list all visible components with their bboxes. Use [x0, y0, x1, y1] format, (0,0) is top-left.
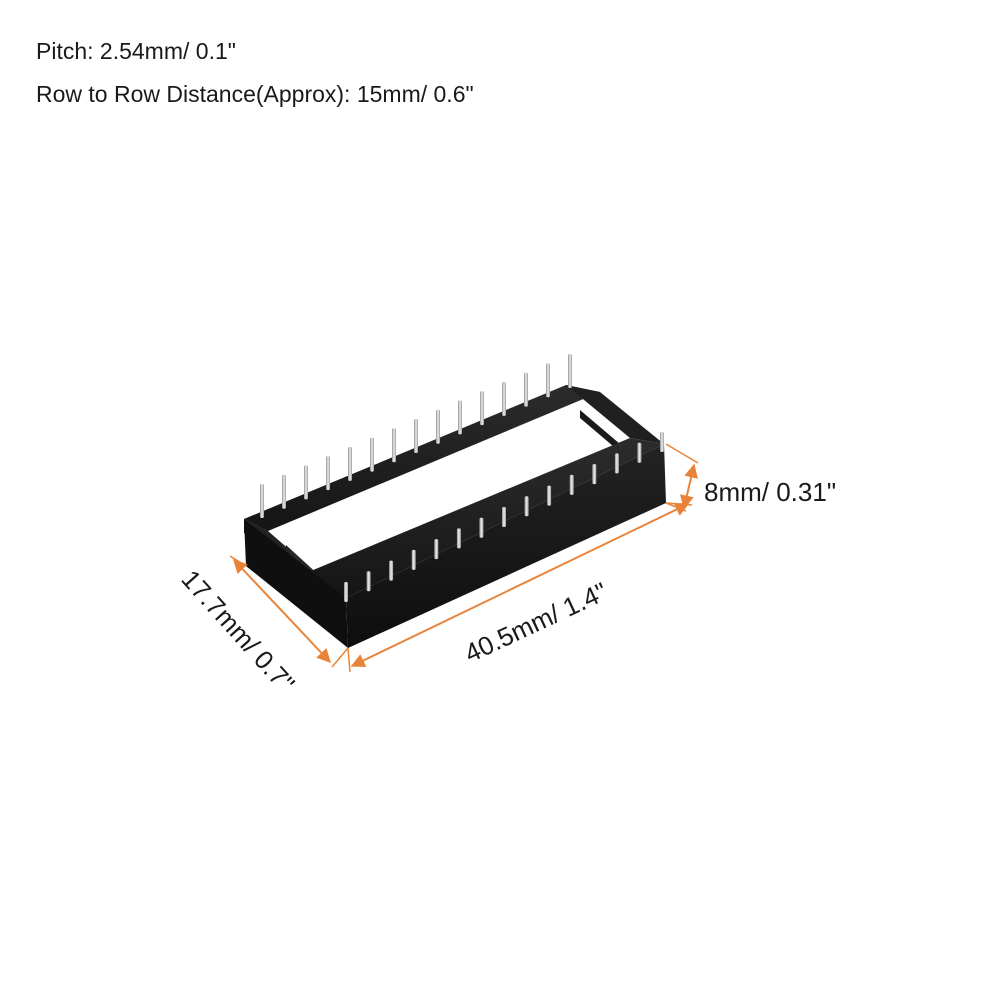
length-label: 40.5mm/ 1.4" — [460, 576, 612, 668]
back-pin-13 — [524, 372, 528, 407]
right-end-bridge — [566, 385, 664, 444]
front-pin-4 — [411, 549, 416, 570]
back-pin-14 — [546, 363, 550, 398]
back-pin-1 — [260, 484, 264, 518]
front-pin-1 — [344, 582, 348, 602]
front-pin-14 — [637, 442, 642, 463]
front-pin-5 — [434, 539, 439, 560]
front-pin-8 — [502, 507, 506, 527]
front-pin-3 — [389, 560, 394, 581]
front-pin-10 — [547, 485, 552, 506]
back-pin-7 — [392, 428, 396, 463]
back-pin-4 — [326, 456, 330, 491]
back-pin-6 — [370, 437, 374, 472]
back-pin-11 — [480, 391, 484, 426]
back-pin-2 — [282, 474, 286, 509]
front-pin-15 — [660, 432, 664, 452]
front-pin-6 — [456, 528, 461, 549]
back-rail — [244, 385, 600, 531]
back-pin-9 — [436, 409, 440, 444]
socket-body — [244, 385, 666, 648]
back-pin-10 — [458, 400, 462, 435]
front-pin-9 — [524, 496, 529, 517]
pitch-spec-text: Pitch: 2.54mm/ 0.1" — [36, 38, 236, 64]
front-pin-12 — [592, 464, 597, 485]
row-distance-spec-text: Row to Row Distance(Approx): 15mm/ 0.6" — [36, 81, 474, 107]
front-pin-11 — [569, 474, 574, 495]
front-pin-7 — [479, 517, 484, 538]
front-pin-13 — [614, 453, 619, 474]
height-label: 8mm/ 0.31" — [704, 477, 836, 507]
back-pin-3 — [304, 465, 308, 500]
back-pin-row — [260, 354, 572, 518]
back-pin-12 — [502, 381, 506, 416]
height-dimension: 8mm/ 0.31" — [665, 443, 836, 512]
back-pin-8 — [414, 419, 418, 453]
back-pin-5 — [348, 446, 352, 481]
back-pin-15 — [568, 354, 572, 388]
front-pin-2 — [366, 571, 371, 592]
